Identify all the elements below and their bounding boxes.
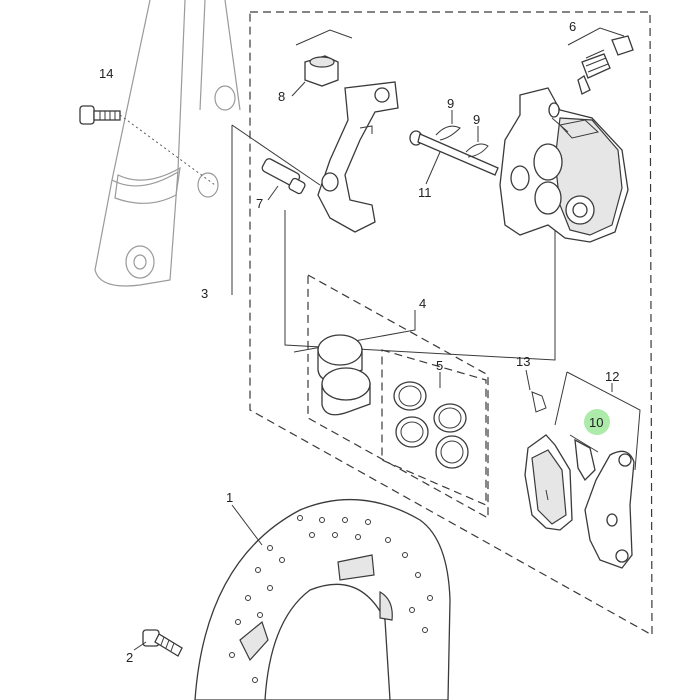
slide-pin-7 <box>261 158 306 201</box>
callout-12: 12 <box>605 369 619 384</box>
front-fork <box>94 0 241 287</box>
piston-seal-set <box>393 381 469 469</box>
callout-6: 6 <box>569 19 576 34</box>
bolt-14 <box>79 105 216 186</box>
callout-3: 3 <box>201 286 208 301</box>
callout-8: 8 <box>278 89 285 104</box>
callout-5: 5 <box>436 358 443 373</box>
clip-9-right <box>465 126 489 158</box>
callout-labels: 1 2 3 4 5 6 7 8 9 9 10 11 12 13 14 <box>99 19 619 665</box>
pad-support-plate <box>584 450 635 569</box>
caliper-body <box>499 87 629 243</box>
callout-10[interactable]: 10 <box>589 415 603 430</box>
callout-2: 2 <box>126 650 133 665</box>
callout-14: 14 <box>99 66 113 81</box>
callout-11: 11 <box>418 185 432 200</box>
caliper-assembly-boundary <box>249 11 653 637</box>
disc-drill-holes <box>229 515 433 683</box>
collar-8 <box>291 29 353 97</box>
callout-13: 13 <box>516 354 530 369</box>
caliper-bracket <box>317 81 399 233</box>
pad-spring-10 <box>569 434 599 482</box>
callout-1: 1 <box>226 490 233 505</box>
brake-pad <box>524 434 573 531</box>
callout-9a: 9 <box>447 96 454 111</box>
clip-9-left <box>435 110 461 141</box>
pad-spring-13 <box>525 369 547 413</box>
pad-pin-11 <box>409 130 499 185</box>
bleed-screw-6 <box>567 27 634 95</box>
brake-disc <box>194 498 451 700</box>
callout-7: 7 <box>256 196 263 211</box>
callout-4: 4 <box>419 296 426 311</box>
callout-9b: 9 <box>473 112 480 127</box>
piston-lower <box>321 367 371 416</box>
highlight-circle-10[interactable] <box>584 409 610 435</box>
bolt-2 <box>133 629 183 657</box>
